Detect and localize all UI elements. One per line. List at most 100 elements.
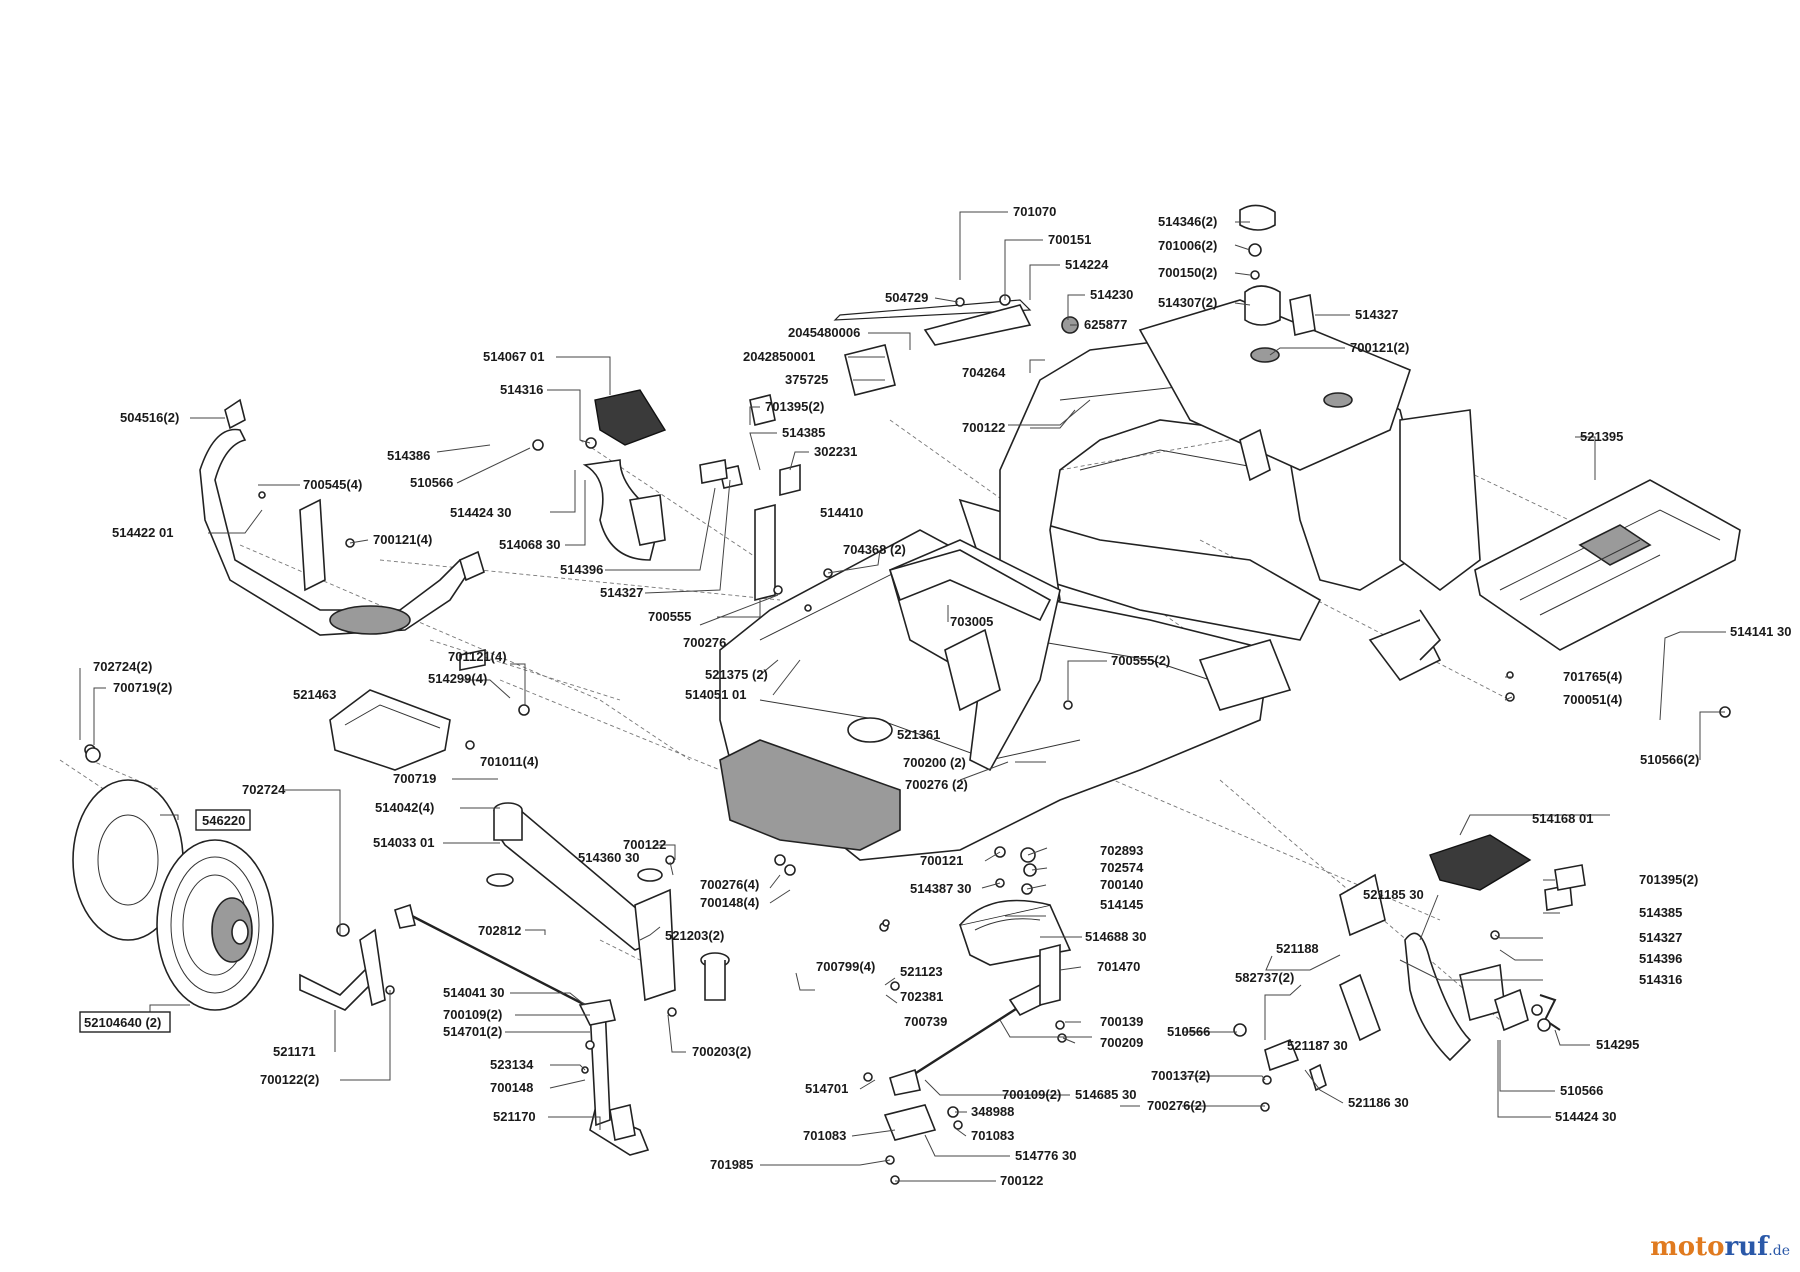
label-521185-30: 521185 30 [1363, 887, 1424, 902]
label-514307-2: 514307(2) [1158, 295, 1217, 310]
label-700555: 700555 [648, 609, 691, 624]
label-700121: 700121 [920, 853, 963, 868]
label-514327-mid: 514327 [600, 585, 643, 600]
label-700739: 700739 [904, 1014, 947, 1029]
dash-bracket [888, 539, 1061, 772]
label-514396-right: 514396 [1639, 951, 1682, 966]
label-521203-2: 521203(2) [665, 928, 724, 943]
label-701470: 701470 [1097, 959, 1140, 974]
label-514385-top: 514385 [782, 425, 825, 440]
brand-part1: moto [1650, 1232, 1725, 1262]
leader-lines [79, 211, 1726, 1182]
label-514346-2: 514346(2) [1158, 214, 1217, 229]
label-514316-right: 514316 [1639, 972, 1682, 987]
label-510566-bottom: 510566 [1560, 1083, 1603, 1098]
label-514701: 514701 [805, 1081, 848, 1096]
label-700122-2: 700122(2) [260, 1072, 319, 1087]
label-700109-2-left: 700109(2) [443, 1007, 502, 1022]
label-700276-2: 700276 (2) [905, 777, 968, 792]
label-701083-left: 701083 [803, 1128, 846, 1143]
part-number-labels: 701070 700151 514224 504729 514230 62587… [84, 204, 1791, 1188]
label-700148: 700148 [490, 1080, 533, 1095]
label-514422-01: 514422 01 [112, 525, 173, 540]
label-504516-2: 504516(2) [120, 410, 179, 425]
label-701395-2-right: 701395(2) [1639, 872, 1698, 887]
front-wheels [72, 779, 274, 1011]
label-521463: 521463 [293, 687, 336, 702]
label-521188: 521188 [1276, 941, 1319, 956]
tie-rods [394, 903, 1056, 1096]
label-514295: 514295 [1596, 1037, 1639, 1052]
label-521123: 521123 [900, 964, 943, 979]
label-52104640-2: 52104640 (2) [84, 1015, 161, 1030]
label-700109-2-bottom: 700109(2) [1002, 1087, 1061, 1102]
label-702724-2: 702724(2) [93, 659, 152, 674]
label-504729: 504729 [885, 290, 928, 305]
label-514316-top: 514316 [500, 382, 543, 397]
label-700555-2: 700555(2) [1111, 653, 1170, 668]
label-521187-30: 521187 30 [1287, 1038, 1348, 1053]
label-700799-4: 700799(4) [816, 959, 875, 974]
label-701011-4: 701011(4) [480, 754, 539, 769]
label-510566-right: 510566 [1167, 1024, 1210, 1039]
label-514776-30: 514776 30 [1015, 1148, 1076, 1163]
brand-suffix: .de [1768, 1243, 1790, 1259]
label-700148-4: 700148(4) [700, 895, 759, 910]
label-700150-2: 700150(2) [1158, 265, 1217, 280]
label-700276: 700276 [683, 635, 726, 650]
label-514685-30: 514685 30 [1075, 1087, 1136, 1102]
label-700122-mid: 700122 [623, 837, 666, 852]
label-514145: 514145 [1100, 897, 1143, 912]
label-700200-2: 700200 (2) [903, 755, 966, 770]
label-701083-right: 701083 [971, 1128, 1014, 1143]
label-701765-4: 701765(4) [1563, 669, 1622, 684]
label-514387-30: 514387 30 [910, 881, 971, 896]
label-700276-4: 700276(4) [700, 877, 759, 892]
small-hardware [459, 204, 1586, 1141]
label-514701-2: 514701(2) [443, 1024, 502, 1039]
label-700051-4: 700051(4) [1563, 692, 1622, 707]
label-700276-2-bottom: 700276(2) [1147, 1098, 1206, 1113]
label-702893: 702893 [1100, 843, 1143, 858]
label-514688-30: 514688 30 [1085, 929, 1146, 944]
label-521361: 521361 [897, 727, 940, 742]
label-521395: 521395 [1580, 429, 1623, 444]
boxed-label-frame-52104640 [79, 1011, 171, 1033]
steering-sector [958, 899, 1072, 1007]
label-700121-4: 700121(4) [373, 532, 432, 547]
label-514385-right: 514385 [1639, 905, 1682, 920]
label-514410: 514410 [820, 505, 863, 520]
label-701121-4: 701121(4) [448, 649, 507, 664]
label-701006-2: 701006(2) [1158, 238, 1217, 253]
label-514327-top: 514327 [1355, 307, 1398, 322]
label-514396-top: 514396 [560, 562, 603, 577]
label-700719: 700719 [393, 771, 436, 786]
label-514327-right: 514327 [1639, 930, 1682, 945]
label-514042-4: 514042(4) [375, 800, 434, 815]
label-514033-01: 514033 01 [373, 835, 434, 850]
label-514141-30: 514141 30 [1730, 624, 1791, 639]
label-521186-30: 521186 30 [1348, 1095, 1409, 1110]
label-514299-4: 514299(4) [428, 671, 487, 686]
label-546220: 546220 [202, 813, 245, 828]
label-510566-top: 510566 [410, 475, 453, 490]
brand-part2: ruf [1724, 1232, 1769, 1262]
boxed-label-frame-546220 [195, 809, 251, 831]
label-700137-2: 700137(2) [1151, 1068, 1210, 1083]
label-700545-4: 700545(4) [303, 477, 362, 492]
label-625877: 625877 [1084, 317, 1127, 332]
label-700209: 700209 [1100, 1035, 1143, 1050]
foot-plate [329, 689, 451, 771]
label-700139: 700139 [1100, 1014, 1143, 1029]
label-521375-2: 521375 (2) [705, 667, 768, 682]
label-700140: 700140 [1100, 877, 1143, 892]
label-514230: 514230 [1090, 287, 1133, 302]
label-700203-2: 700203(2) [692, 1044, 751, 1059]
label-514041-30: 514041 30 [443, 985, 504, 1000]
label-704264: 704264 [962, 365, 1006, 380]
label-514424-30-top: 514424 30 [450, 505, 511, 520]
fasteners [84, 243, 1731, 1185]
label-523134: 523134 [490, 1057, 534, 1072]
front-axle [486, 802, 730, 1002]
